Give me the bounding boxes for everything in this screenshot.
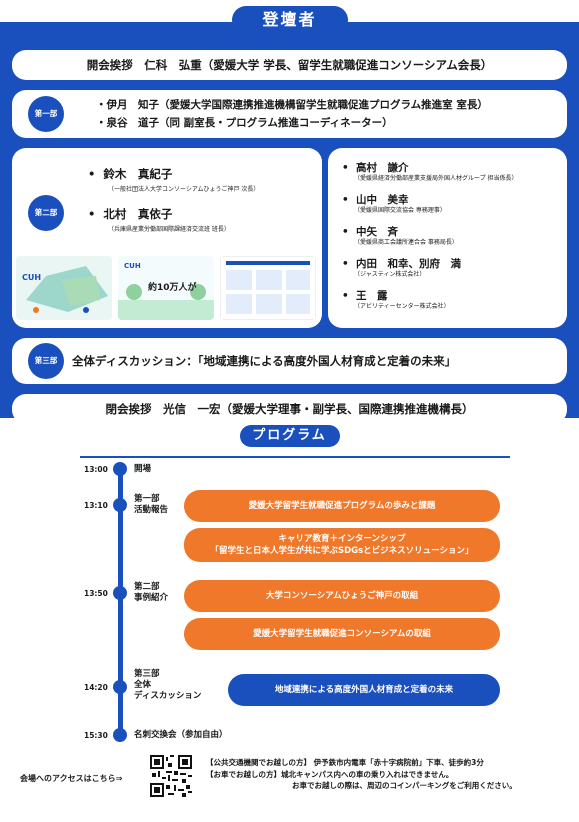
timeline-label: 第三部 全体 ディスカッション xyxy=(134,669,202,701)
part2-right-box: • 高村 謙介（愛媛県経済労働部産業支援局外国人材グループ 担当係長） • 山中… xyxy=(328,148,567,328)
timeline-time: 13:00 xyxy=(84,465,108,474)
timeline-dot xyxy=(113,586,127,600)
part2-speaker: • 内田 和幸、別府 満（ジャスティン株式会社） xyxy=(342,258,462,278)
program-title: プログラム xyxy=(239,425,340,447)
timeline-dot xyxy=(113,462,127,476)
access-car: 【お車でお越しの方】城北キャンパス内への車の乗り入れはできません。 xyxy=(206,769,454,779)
timeline-line xyxy=(118,468,123,736)
closing-remarks: 閉会挨拶 光信 一宏（愛媛大学理事・副学長、国際連携推進機構長） xyxy=(12,394,567,424)
access-parking: お車でお越しの際は、周辺のコインパーキングをご利用ください。 xyxy=(292,781,517,790)
timeline-label: 第二部 事例紹介 xyxy=(134,582,169,603)
speakers-title: 登壇者 xyxy=(231,6,348,34)
event-activity-report: 愛媛大学留学生就職促進プログラムの歩みと課題 xyxy=(184,490,500,522)
timeline-dot xyxy=(113,728,127,742)
timeline-dot xyxy=(113,680,127,694)
part2-speaker-name: • 鈴木 真紀子 xyxy=(88,167,173,181)
part1-box: 第一部 ・伊月 知子（愛媛大学国際連携推進機構留学生就職促進プログラム推進室 室… xyxy=(12,90,567,138)
timeline-label: 開場 xyxy=(134,464,152,474)
part2-speaker-aff: （兵庫県産業労働部国際課経済交流班 班長） xyxy=(108,226,230,233)
brochure-thumbnail-1: CUH xyxy=(16,256,112,320)
timeline-time: 13:10 xyxy=(84,501,108,510)
thumb2-caption: 約10万人が xyxy=(148,281,198,293)
part2-speaker: • 王 露（アビリティーセンター株式会社） xyxy=(342,290,450,310)
event-case-ehime: 愛媛大学留学生就職促進コンソーシアムの取組 xyxy=(184,618,500,650)
part3-text: 全体ディスカッション：「地域連携による高度外国人材育成と定着の未来」 xyxy=(72,354,457,368)
access-info: 【公共交通機関でお越しの方】 伊予鉄市内電車「赤十字病院前」下車、徒歩約3分 【… xyxy=(206,757,517,792)
event-discussion: 地域連携による高度外国人材育成と定着の未来 xyxy=(228,674,500,706)
part2-speaker: • 中矢 斉（愛媛県商工会議所連合会 事務局長） xyxy=(342,226,458,246)
access-public-transport: 【公共交通機関でお越しの方】 伊予鉄市内電車「赤十字病院前」下車、徒歩約3分 xyxy=(206,758,484,767)
brochure-thumbnail-2: CUH 約10万人が xyxy=(118,256,214,320)
brochure-thumbnail-3 xyxy=(220,256,316,320)
program-divider xyxy=(80,456,510,458)
part1-speaker-1: ・伊月 知子（愛媛大学国際連携推進機構留学生就職促進プログラム推進室 室長） xyxy=(96,99,488,111)
part1-badge: 第一部 xyxy=(28,96,64,132)
qr-code[interactable] xyxy=(150,755,192,797)
timeline-label: 第一部 活動報告 xyxy=(134,494,169,515)
part2-speaker-aff: （一般社団法人大学コンソーシアムひょうご神戸 次長） xyxy=(108,186,260,193)
part2-speaker: • 高村 謙介（愛媛県経済労働部産業支援局外国人材グループ 担当係長） xyxy=(342,162,518,182)
thumb2-logo: CUH xyxy=(124,262,141,270)
event-career-education: キャリア教育＋インターンシップ 「留学生と日本人学生が共に学ぶSDGsとビジネス… xyxy=(184,528,500,562)
part1-speaker-2: ・泉谷 道子（同 副室長・プログラム推進コーディネーター） xyxy=(96,117,393,129)
svg-text:CUH: CUH xyxy=(22,273,41,282)
access-label: 会場へのアクセスはこちら⇒ xyxy=(20,774,123,783)
part2-left-box: 第二部 • 鈴木 真紀子 （一般社団法人大学コンソーシアムひょうご神戸 次長） … xyxy=(12,148,322,328)
event-case-hyogo: 大学コンソーシアムひょうご神戸の取組 xyxy=(184,580,500,612)
part3-box: 第三部 全体ディスカッション：「地域連携による高度外国人材育成と定着の未来」 xyxy=(12,338,567,384)
timeline-time: 15:30 xyxy=(84,731,108,740)
timeline-time: 14:20 xyxy=(84,683,108,692)
timeline-label: 名刺交換会（参加自由） xyxy=(134,730,228,740)
part2-speaker-name: • 北村 真依子 xyxy=(88,207,173,221)
part3-badge: 第三部 xyxy=(28,343,64,379)
part2-speaker: • 山中 美幸（愛媛県国際交流協会 専務理事） xyxy=(342,194,446,214)
part2-badge: 第二部 xyxy=(28,195,64,231)
timeline-time: 13:50 xyxy=(84,589,108,598)
opening-remarks: 開会挨拶 仁科 弘重（愛媛大学 学長、留学生就職促進コンソーシアム会長） xyxy=(12,50,567,80)
speakers-panel: 開会挨拶 仁科 弘重（愛媛大学 学長、留学生就職促進コンソーシアム会長） 第一部… xyxy=(0,22,579,424)
timeline-dot xyxy=(113,498,127,512)
